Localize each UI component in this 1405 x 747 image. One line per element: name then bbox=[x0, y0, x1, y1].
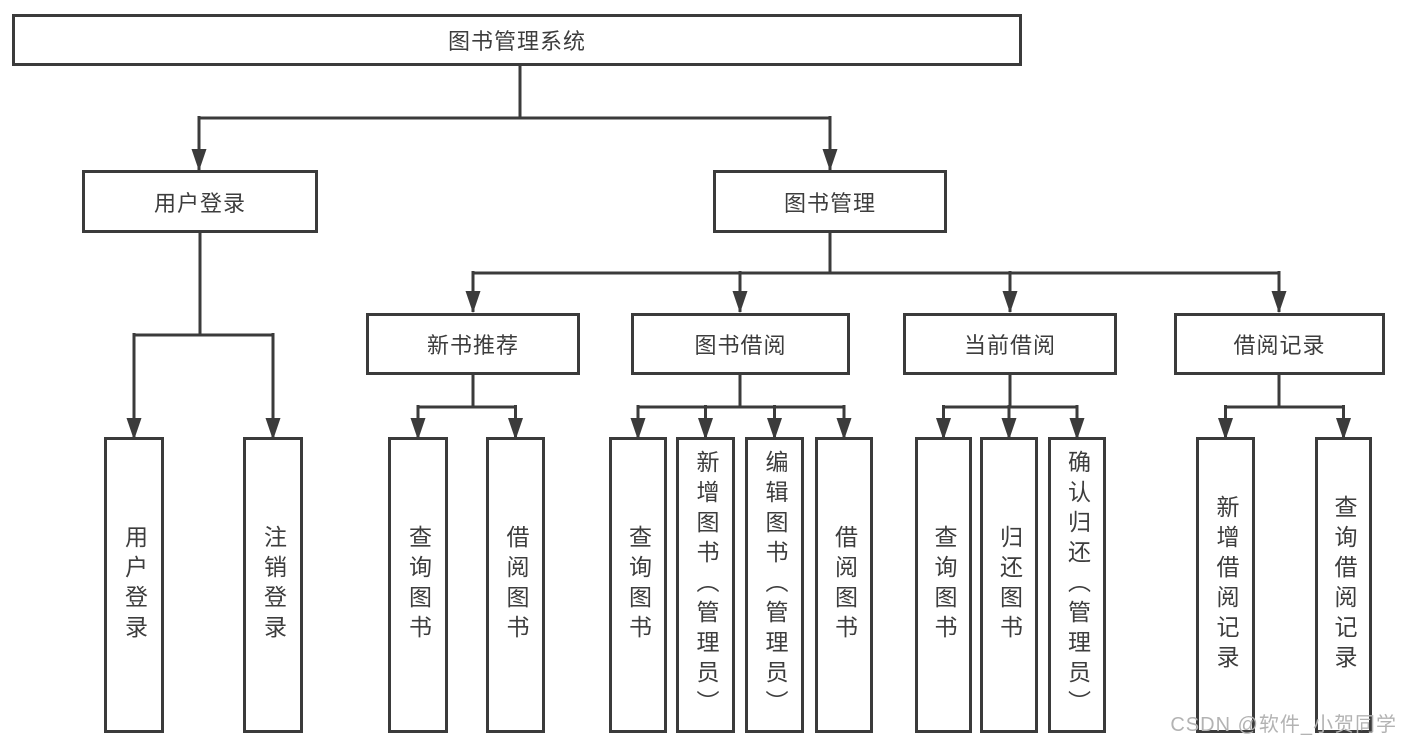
leaf-return-book: 归还图书 bbox=[980, 437, 1038, 733]
node-book-borrow-label: 图书借阅 bbox=[694, 333, 787, 358]
leaf-newrec-borrow-book-label: 借阅图书 bbox=[503, 525, 529, 645]
leaf-edit-book-admin-label: 编辑图书（管理员） bbox=[762, 450, 788, 720]
node-book-management: 图书管理 bbox=[713, 170, 947, 233]
leaf-newrec-query-book: 查询图书 bbox=[388, 437, 448, 733]
node-current-borrow-label: 当前借阅 bbox=[963, 333, 1056, 358]
leaf-add-book-admin: 新增图书（管理员） bbox=[676, 437, 735, 733]
leaf-edit-book-admin: 编辑图书（管理员） bbox=[745, 437, 804, 733]
leaf-borrow-query-book: 查询图书 bbox=[609, 437, 667, 733]
connector-borrow-record bbox=[1218, 375, 1351, 440]
leaf-query-borrow-record-label: 查询借阅记录 bbox=[1331, 495, 1357, 675]
connector-root bbox=[191, 66, 838, 171]
leaf-logout: 注销登录 bbox=[243, 437, 303, 733]
leaf-add-book-admin-label: 新增图书（管理员） bbox=[693, 450, 719, 720]
connector-user-login bbox=[126, 233, 281, 440]
leaf-newrec-borrow-book: 借阅图书 bbox=[486, 437, 545, 733]
leaf-query-borrow-record: 查询借阅记录 bbox=[1315, 437, 1372, 733]
leaf-logout-label: 注销登录 bbox=[260, 525, 287, 645]
leaf-newrec-query-book-label: 查询图书 bbox=[405, 525, 432, 645]
node-borrow-record-label: 借阅记录 bbox=[1233, 333, 1326, 358]
leaf-confirm-return-admin: 确认归还（管理员） bbox=[1048, 437, 1106, 733]
node-new-book-recommend-label: 新书推荐 bbox=[426, 333, 519, 358]
connector-book-management bbox=[465, 233, 1287, 313]
connector-book-borrow bbox=[630, 375, 852, 440]
leaf-current-query-book-label: 查询图书 bbox=[931, 525, 957, 645]
leaf-user-login-label: 用户登录 bbox=[121, 525, 148, 645]
leaf-add-borrow-record: 新增借阅记录 bbox=[1196, 437, 1255, 733]
csdn-watermark: CSDN @软件_小贺同学 bbox=[1170, 714, 1397, 736]
node-borrow-record: 借阅记录 bbox=[1174, 313, 1385, 375]
node-user-login-label: 用户登录 bbox=[153, 190, 246, 216]
leaf-borrow-book-label: 借阅图书 bbox=[831, 525, 858, 645]
connector-current-borrow bbox=[936, 375, 1085, 440]
leaf-confirm-return-admin-label: 确认归还（管理员） bbox=[1064, 450, 1091, 720]
leaf-borrow-query-book-label: 查询图书 bbox=[625, 525, 652, 645]
node-user-login: 用户登录 bbox=[82, 170, 318, 233]
node-book-management-label: 图书管理 bbox=[783, 190, 876, 216]
connector-new-book bbox=[410, 375, 523, 440]
node-book-borrow: 图书借阅 bbox=[631, 313, 850, 375]
leaf-return-book-label: 归还图书 bbox=[996, 525, 1023, 645]
leaf-user-login: 用户登录 bbox=[104, 437, 164, 733]
node-root-label: 图书管理系统 bbox=[447, 29, 586, 54]
leaf-borrow-book: 借阅图书 bbox=[815, 437, 873, 733]
node-new-book-recommend: 新书推荐 bbox=[366, 313, 580, 375]
node-root-system: 图书管理系统 bbox=[12, 14, 1022, 66]
leaf-add-borrow-record-label: 新增借阅记录 bbox=[1213, 495, 1239, 675]
node-current-borrow: 当前借阅 bbox=[903, 313, 1117, 375]
leaf-current-query-book: 查询图书 bbox=[915, 437, 972, 733]
